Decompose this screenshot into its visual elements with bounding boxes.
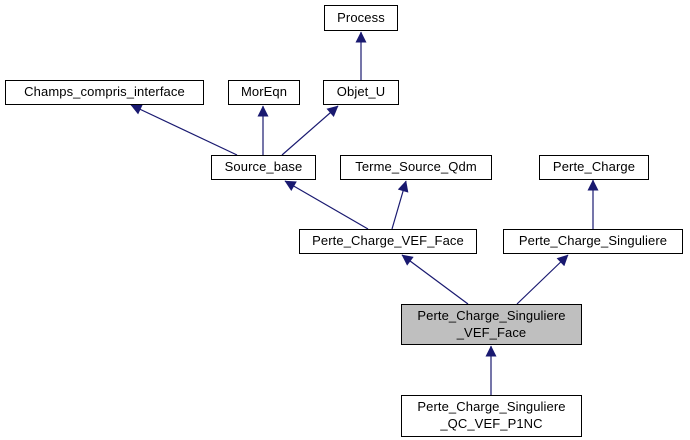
class-node-source-base[interactable]: Source_base (211, 155, 316, 180)
class-node-objet-u[interactable]: Objet_U (323, 80, 399, 105)
class-node-perte-charge-singuliere[interactable]: Perte_Charge_Singuliere (503, 229, 683, 254)
inheritance-arrow-source-base-to-champs-compris-interface (130, 104, 238, 156)
class-node-terme-source-qdm[interactable]: Terme_Source_Qdm (340, 155, 492, 180)
class-node-champs-compris-interface[interactable]: Champs_compris_interface (5, 80, 204, 105)
class-node-moreqn[interactable]: MorEqn (228, 80, 300, 105)
inheritance-arrow-perte-charge-singuliere-vef-face-to-perte-charge-vef-face (401, 254, 469, 305)
inheritance-arrow-source-base-to-objet-u (281, 105, 339, 156)
inheritance-arrow-perte-charge-vef-face-to-source-base (284, 180, 369, 230)
class-node-process[interactable]: Process (324, 5, 398, 31)
class-node-perte-charge[interactable]: Perte_Charge (539, 155, 649, 180)
class-node-perte-charge-vef-face[interactable]: Perte_Charge_VEF_Face (299, 229, 477, 254)
class-node-perte-charge-singuliere-vef-face-current: Perte_Charge_Singuliere _VEF_Face (401, 304, 582, 345)
class-node-perte-charge-singuliere-qc-vef-p1nc[interactable]: Perte_Charge_Singuliere _QC_VEF_P1NC (401, 395, 582, 437)
inheritance-arrow-perte-charge-vef-face-to-terme-source-qdm (391, 180, 409, 230)
inheritance-arrow-perte-charge-singuliere-vef-face-to-perte-charge-singuliere (516, 254, 569, 305)
